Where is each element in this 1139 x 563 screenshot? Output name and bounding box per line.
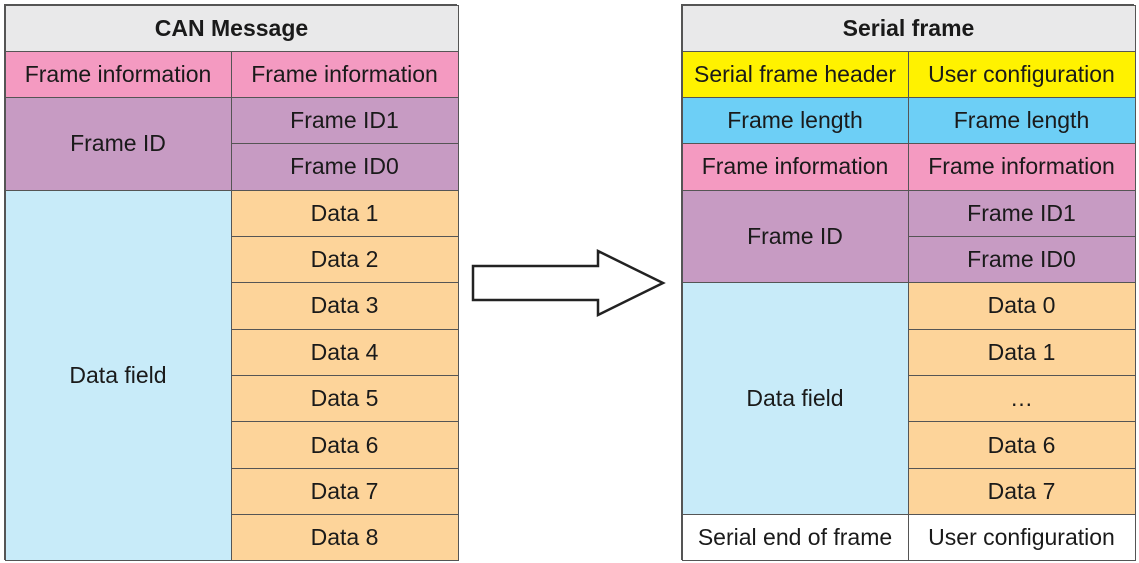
can-data-cell: Data 2: [230, 235, 459, 284]
serial-frame-info-cell: Frame information: [907, 143, 1136, 191]
user-configuration-cell: User configuration: [907, 50, 1136, 98]
can-frame-info-cell: Frame information: [230, 50, 459, 98]
serial-frame-id-cell: Frame ID: [681, 189, 909, 284]
can-data-cell: Data 3: [230, 282, 459, 330]
serial-end-of-frame-cell: Serial end of frame: [681, 514, 909, 562]
can-message-table: CAN Message Frame information Frame info…: [4, 4, 459, 562]
can-data-cell: Data 5: [230, 375, 459, 423]
serial-frame-title: Serial frame: [681, 4, 1136, 52]
serial-frame-table: Serial frame Serial frame header User co…: [681, 4, 1136, 562]
serial-frame-info-cell: Frame information: [681, 143, 909, 191]
serial-data-cell: Data 6: [907, 421, 1136, 469]
can-data-field-cell: Data field: [4, 189, 232, 562]
right-arrow-icon: [471, 248, 666, 318]
serial-data-cell: Data 1: [907, 328, 1136, 377]
can-frame-id1-cell: Frame ID1: [230, 96, 459, 145]
serial-data-field-cell: Data field: [681, 282, 909, 516]
can-frame-id-cell: Frame ID: [4, 96, 232, 191]
serial-frame-id0-cell: Frame ID0: [907, 235, 1136, 284]
can-data-cell: Data 4: [230, 328, 459, 377]
can-frame-id0-cell: Frame ID0: [230, 143, 459, 191]
serial-frame-id1-cell: Frame ID1: [907, 189, 1136, 237]
frame-length-cell: Frame length: [907, 96, 1136, 145]
can-data-cell: Data 8: [230, 514, 459, 562]
can-message-title: CAN Message: [4, 4, 459, 52]
user-configuration-cell: User configuration: [907, 514, 1136, 562]
serial-data-cell: Data 7: [907, 467, 1136, 516]
serial-data-cell: Data 0: [907, 282, 1136, 330]
serial-data-cell: …: [907, 375, 1136, 423]
can-data-cell: Data 6: [230, 421, 459, 469]
serial-frame-header-cell: Serial frame header: [681, 50, 909, 98]
can-frame-info-cell: Frame information: [4, 50, 232, 98]
can-data-cell: Data 7: [230, 467, 459, 516]
can-data-cell: Data 1: [230, 189, 459, 237]
frame-length-cell: Frame length: [681, 96, 909, 145]
